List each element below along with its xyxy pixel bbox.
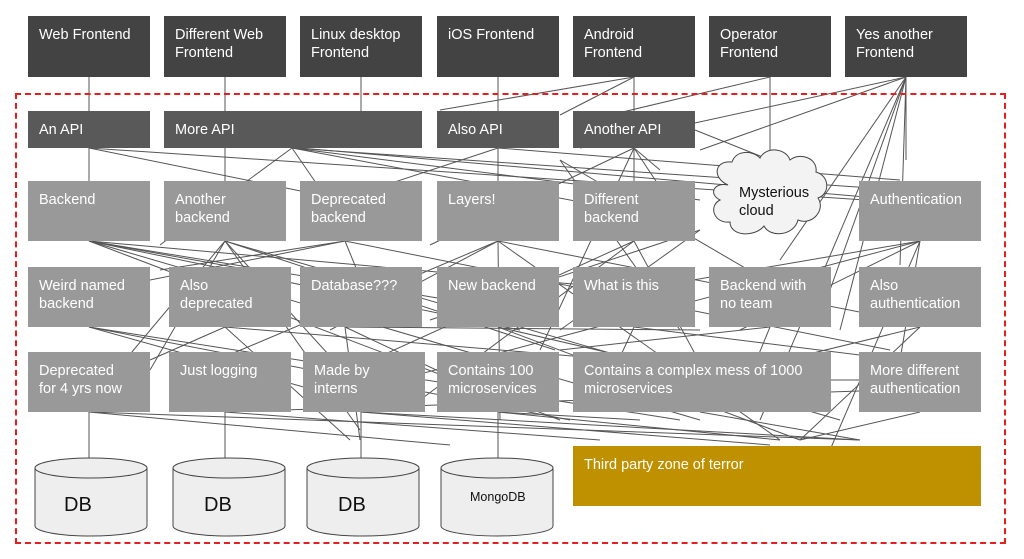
connection-line [497, 411, 781, 441]
node-label: Android Frontend [584, 27, 643, 61]
node-label: Different backend [584, 192, 639, 226]
db-cylinder-2 [172, 457, 286, 537]
node-label: An API [39, 122, 84, 138]
node-another-api: Another API [573, 111, 695, 148]
cloud-shape [713, 149, 828, 235]
node-also-deprecated: Also deprecated [169, 267, 291, 327]
node-another-backend: Another backend [164, 181, 286, 241]
connection-line [497, 147, 901, 181]
node-label: Different Web Frontend [175, 27, 264, 61]
node-label: Contains 100 microservices [448, 363, 537, 397]
node-label: Linux desktop Frontend [311, 27, 401, 61]
node-database: Database??? [300, 267, 422, 327]
node-contains-100-microservices: Contains 100 microservices [437, 352, 559, 412]
connection-line [779, 76, 907, 261]
connection-line [149, 326, 226, 361]
node-what-is-this: What is this [573, 267, 695, 327]
node-more-different-authentication: More different authentication [859, 352, 981, 412]
node-label: Just logging [180, 363, 258, 379]
node-different-web-frontend: Different Web Frontend [164, 16, 286, 77]
node-label: Another API [584, 122, 662, 138]
node-label: New backend [448, 278, 536, 294]
node-label: Deprecated for 4 yrs now [39, 363, 122, 397]
node-label: Backend [39, 192, 96, 208]
node-label: Deprecated backend [311, 192, 386, 226]
node-label: Backend with no team [720, 278, 807, 312]
node-ios-frontend: iOS Frontend [437, 16, 559, 77]
node-label: Also authentication [870, 278, 961, 312]
node-just-logging: Just logging [169, 352, 291, 412]
node-label: Database??? [311, 278, 398, 294]
node-label: Operator Frontend [720, 27, 779, 61]
connection-line [159, 240, 346, 271]
third-party-label: Third party zone of terror [584, 457, 744, 473]
node-label: Authentication [870, 192, 962, 208]
connection-line [559, 76, 635, 116]
node-android-frontend: Android Frontend [573, 16, 695, 77]
db-label-mongodb: MongoDB [470, 490, 526, 504]
connection-line [360, 411, 771, 446]
connection-line [694, 129, 771, 161]
connection-line [497, 240, 901, 321]
node-different-backend: Different backend [573, 181, 695, 241]
db-cylinder-mongodb [440, 457, 554, 537]
node-more-api: More API [164, 111, 422, 148]
connection-line [633, 147, 661, 171]
connection-line [360, 411, 861, 441]
connection-line [344, 326, 701, 331]
connection-line [699, 76, 907, 151]
node-deprecated-backend: Deprecated backend [300, 181, 422, 241]
node-label: What is this [584, 278, 659, 294]
connection-line [699, 411, 861, 441]
db-label-1: DB [64, 494, 92, 516]
node-also-authentication: Also authentication [859, 267, 981, 327]
connection-line [559, 326, 771, 351]
system-boundary [15, 93, 1006, 544]
connection-line [799, 411, 921, 441]
connection-line [88, 411, 451, 446]
node-label: iOS Frontend [448, 27, 535, 43]
node-new-backend: New backend [437, 267, 559, 327]
db-cylinder-1 [34, 457, 148, 537]
connection-line [224, 411, 601, 441]
node-linux-desktop-frontend: Linux desktop Frontend [300, 16, 422, 77]
node-deprecated-4-yrs: Deprecated for 4 yrs now [28, 352, 150, 412]
node-label: More API [175, 122, 235, 138]
node-backend-with-no-team: Backend with no team [709, 267, 831, 327]
node-operator-frontend: Operator Frontend [709, 16, 831, 77]
db-label-2: DB [204, 494, 232, 516]
third-party-zone: Third party zone of terror [573, 446, 981, 506]
cloud-label-text: Mysterious cloud [739, 185, 810, 219]
connection-line [609, 76, 771, 116]
db-cylinder-3 [306, 457, 420, 537]
node-label: Yes another Frontend [856, 27, 933, 61]
node-label: Web Frontend [39, 27, 131, 43]
node-label: Weird named backend [39, 278, 125, 312]
node-backend: Backend [28, 181, 150, 241]
node-also-api: Also API [437, 111, 559, 148]
node-label: Also API [448, 122, 503, 138]
db-label-3: DB [338, 494, 366, 516]
database-cylinders [34, 457, 554, 537]
mysterious-cloud [713, 149, 828, 235]
node-web-frontend: Web Frontend [28, 16, 150, 77]
node-label: Layers! [448, 192, 496, 208]
node-yes-another-frontend: Yes another Frontend [845, 16, 967, 77]
connection-line [633, 326, 901, 361]
node-authentication: Authentication [859, 181, 981, 241]
node-contains-1000-microservices: Contains a complex mess of 1000 microser… [573, 352, 831, 412]
node-made-by-interns: Made by interns [303, 352, 425, 412]
node-label: Made by interns [314, 363, 370, 397]
node-label: Contains a complex mess of 1000 microser… [584, 363, 803, 397]
node-label: Also deprecated [180, 278, 253, 312]
connection-line [497, 411, 641, 421]
node-weird-named-backend: Weird named backend [28, 267, 150, 327]
cloud-label: Mysterious cloud [739, 184, 809, 220]
node-an-api: An API [28, 111, 150, 148]
node-label: More different authentication [870, 363, 961, 397]
node-layers: Layers! [437, 181, 559, 241]
node-label: Another backend [175, 192, 230, 226]
